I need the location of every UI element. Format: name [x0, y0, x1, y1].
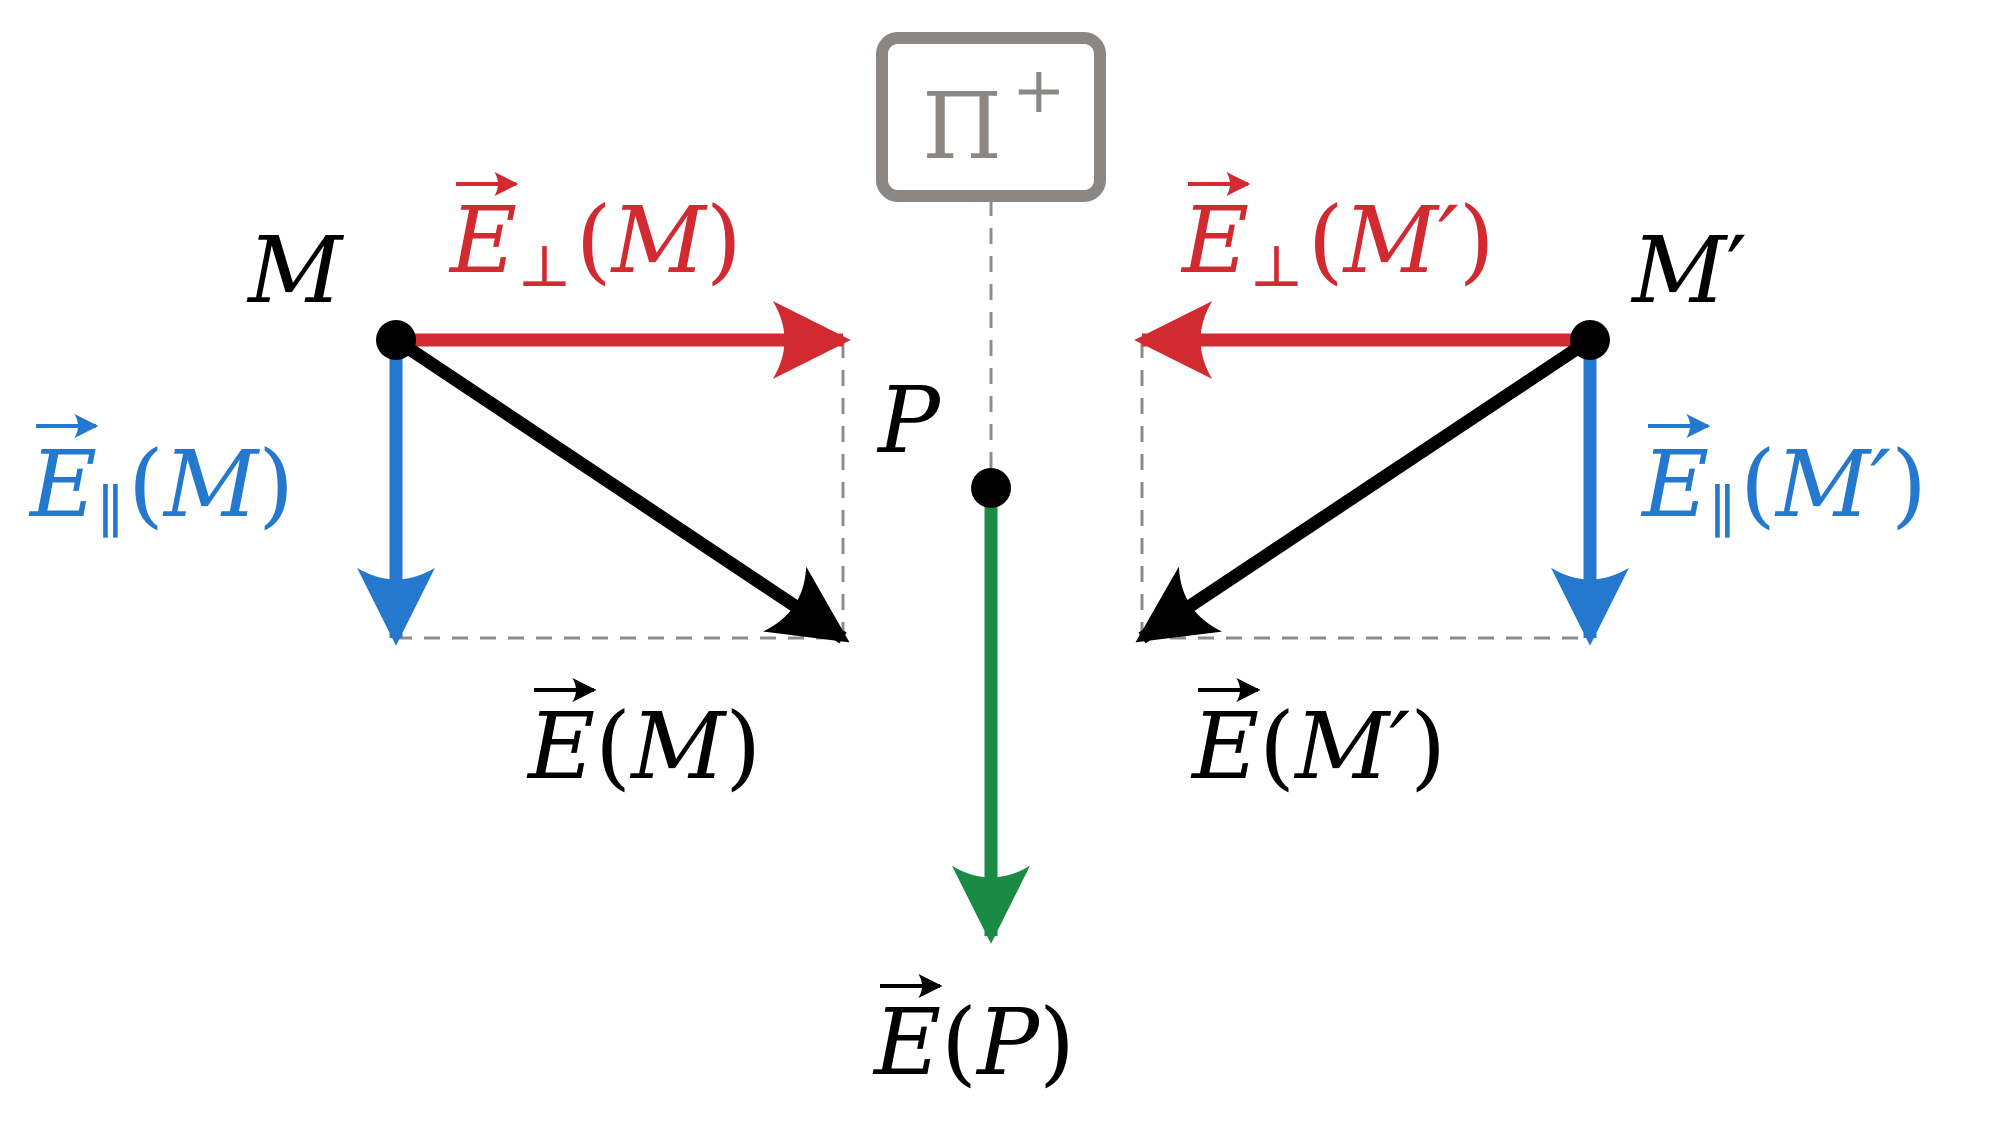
plane-superscript: +: [1012, 54, 1066, 128]
label-e-perp-mp: E⊥(M′): [1180, 172, 1495, 300]
label-e-mp: E(M′): [1190, 678, 1446, 800]
svg-text:E∥(M): E∥(M): [28, 431, 294, 546]
svg-text:E∥(M′): E∥(M′): [1640, 431, 1927, 546]
svg-text:E(M′): E(M′): [1190, 693, 1446, 800]
plane-box: [876, 32, 1106, 202]
point-mp-dot: [1570, 320, 1610, 360]
label-e-perp-m: E⊥(M): [448, 172, 742, 300]
label-e-m: E(M): [526, 678, 761, 800]
svg-text:E⊥(M): E⊥(M): [448, 187, 742, 300]
point-m-label: M: [246, 217, 345, 324]
point-p-dot: [971, 468, 1011, 508]
point-p-label: P: [876, 367, 942, 474]
label-e-p: E(P): [872, 974, 1075, 1096]
svg-text:E⊥(M′): E⊥(M′): [1180, 187, 1495, 300]
label-e-par-mp: E∥(M′): [1640, 414, 1927, 546]
point-m-dot: [376, 320, 416, 360]
svg-text:E(P): E(P): [872, 989, 1075, 1096]
point-mp-label: M′: [1630, 217, 1747, 324]
e-mp-arrow: [1135, 334, 1594, 644]
svg-text:E(M): E(M): [526, 693, 761, 800]
e-m-arrow: [392, 334, 850, 644]
plane-symbol: Π: [922, 73, 1002, 180]
label-e-par-m: E∥(M): [28, 414, 294, 546]
